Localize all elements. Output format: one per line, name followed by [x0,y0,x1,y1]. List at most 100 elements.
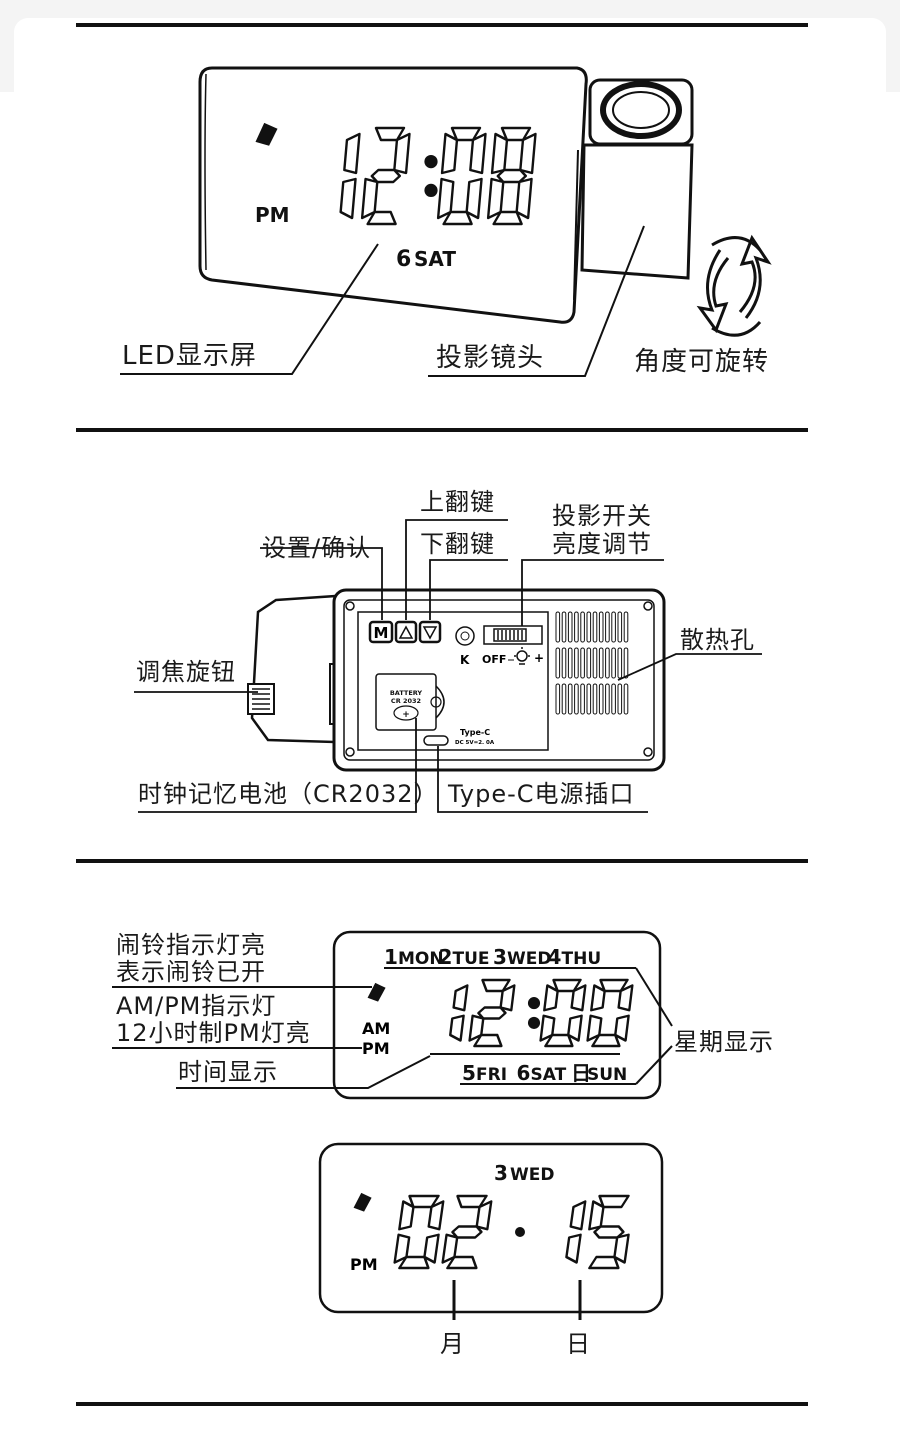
top-day-number: 1 [384,945,398,969]
vent-slot [561,611,567,643]
leader-time [176,1055,431,1089]
date-panel [318,1142,664,1314]
digit-segment [539,1014,556,1042]
k-button[interactable] [455,626,475,646]
clock-body [198,66,588,324]
digit-segment [427,1200,445,1231]
leader-lens [428,225,645,377]
divider-line [76,1402,808,1406]
vent-slot [605,647,610,679]
digit-segment [343,132,361,175]
vent-slot [580,611,585,643]
time-digit [449,984,469,1042]
leader-led [120,243,379,375]
label-day: 日 [566,1330,591,1358]
vent-slot [623,647,629,679]
date-display: 3 WED PM 月 日 [318,1142,664,1358]
vent-slot [580,683,585,715]
label-projector-lens: 投影镜头 [436,343,544,373]
digit-segment [446,1255,478,1270]
vent-slot [574,647,579,679]
vent-slot [555,647,561,679]
digit-segment [570,984,587,1012]
day-digit [588,1194,630,1270]
digit-segment [515,177,533,220]
digit-segment [393,132,411,175]
vent-slot [561,647,567,679]
off-label: OFF [482,653,506,666]
digit-segment [543,984,559,1012]
rotate-arrows-icon [696,234,772,337]
back-panel-inner [343,599,655,761]
digit-segment [565,1233,582,1264]
vent-slot [567,647,573,679]
down-button[interactable] [418,620,442,644]
vent-slot [598,647,604,679]
label-battery: 时钟记忆电池（CR2032） [138,780,439,808]
top-day-name: TUE [453,949,490,969]
date-separator-dot [515,1227,525,1237]
digit-segment [451,1225,483,1239]
vent-slot [586,683,592,715]
leader-typec [437,746,648,813]
divider-line [76,428,808,432]
day-digit [565,1200,587,1264]
ampm-indicator: PM [255,203,290,227]
leader-proj [521,559,664,626]
label-week-display: 星期显示 [674,1028,774,1056]
date-day-name: WED [510,1165,554,1185]
divider-line [76,23,808,27]
digit-segment [586,1014,603,1042]
bell-icon [367,982,386,1002]
set-confirm-button[interactable]: M [368,620,394,644]
digit-segment [339,177,357,220]
leader-week-bottom [635,1045,673,1085]
time-digit [539,978,587,1048]
vent-slot [611,683,616,715]
label-up-key: 上翻键 [420,488,495,516]
top-day-number: 2 [439,945,453,969]
digit-segment [449,1014,465,1042]
projector-brightness-slider[interactable] [483,625,543,645]
vent-slot [605,683,610,715]
time-digit [436,126,487,226]
vent-slot [574,611,579,643]
plus-label: + [534,651,544,665]
digit-segment [398,1200,415,1231]
label-alarm-1: 闹铃指示灯亮 [116,931,266,959]
divider-line [76,859,808,863]
label-vents: 散热孔 [680,626,755,654]
label-brightness: 亮度调节 [552,530,652,558]
up-button[interactable] [394,620,418,644]
label-alarm-2: 表示闹铃已开 [116,958,266,986]
vent-slot [586,611,592,643]
vent-slot [598,611,604,643]
digit-segment [588,1200,605,1231]
bell-icon [255,122,278,146]
bell-icon [353,1192,372,1212]
digit-segment [617,984,634,1012]
clock-side-edge [573,149,579,301]
month-digit [393,1194,445,1270]
leader-battery [138,718,417,813]
typec-title: Type-C [460,728,490,737]
colon-dot [424,155,438,169]
digit-segment [436,177,455,220]
date-day-number: 3 [494,1161,508,1185]
top-day-number: 4 [548,945,562,969]
projector-body [580,143,694,280]
digit-segment [366,210,397,226]
date-pm-indicator: PM [350,1255,378,1274]
typec-port[interactable] [423,735,449,746]
projector-side [250,594,338,744]
day-number: 6 [396,247,411,272]
bottom-day-name: SAT [531,1065,567,1085]
digit-segment [370,168,402,184]
digit-segment [473,1033,503,1048]
label-set-confirm: 设置/确认 [262,534,371,562]
label-ampm-1: AM/PM指示灯 [116,992,276,1020]
digit-segment [588,1255,620,1270]
digit-segment [490,132,509,175]
